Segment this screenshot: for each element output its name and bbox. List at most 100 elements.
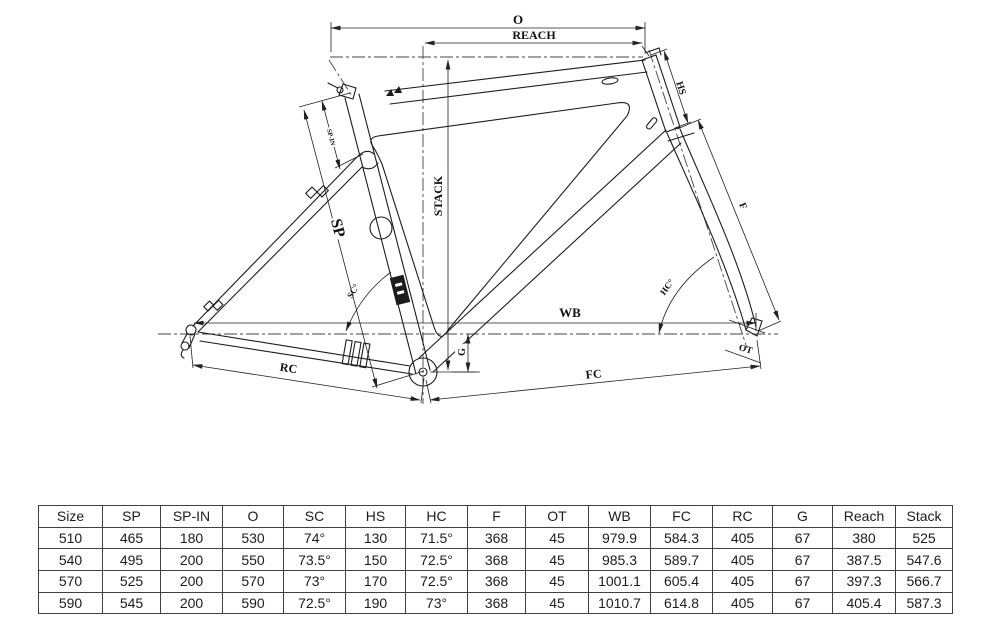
rear-dropout	[185, 324, 197, 336]
table-cell: 589.7	[650, 548, 713, 572]
down-tube-upper-edge	[418, 129, 667, 359]
frame-outline	[180, 47, 763, 387]
table-cell: 190	[345, 591, 406, 615]
table-cell: 405	[712, 548, 773, 572]
table-cell: 368	[467, 570, 526, 593]
frame-geometry-diagram: O REACH STACK WB RC	[158, 12, 782, 404]
dim-sp-in-label: SP-IN	[325, 128, 336, 146]
table-cell: 200	[160, 548, 223, 572]
table-cell: 71.5°	[405, 526, 468, 550]
seatstay-lower-edge	[197, 166, 363, 333]
dim-fc-label: FC	[585, 366, 602, 382]
table-cell: 45	[525, 526, 589, 550]
table-header-cell: Size	[38, 505, 103, 528]
dim-reach: REACH	[424, 28, 650, 57]
frame-filled-details	[386, 86, 411, 306]
table-cell: 45	[525, 591, 589, 615]
table-cell: 368	[467, 526, 526, 550]
table-header-cell: FC	[650, 505, 713, 528]
steering-axis	[648, 49, 748, 349]
table-cell: 73°	[405, 591, 468, 615]
head-tube-top-cap	[644, 47, 662, 56]
table-header-cell: SP-IN	[160, 505, 223, 528]
table-cell: 67	[772, 548, 833, 572]
table-cell: 1001.1	[588, 570, 651, 593]
top-tube-cable-port	[601, 77, 619, 85]
table-cell: 405	[712, 526, 773, 550]
table-cell: 380	[832, 526, 896, 550]
table-cell: 72.5°	[405, 570, 468, 593]
table-cell: 605.4	[650, 570, 713, 593]
table-cell: 405	[712, 570, 773, 593]
dim-ot-label: OT	[737, 343, 754, 357]
seat-tube-logo-patch	[389, 274, 411, 306]
table-cell: 200	[160, 591, 223, 615]
derailleur-hanger	[180, 341, 190, 351]
table-cell: 368	[467, 548, 526, 572]
table-cell: 45	[525, 548, 589, 572]
table-header-cell: G	[772, 505, 833, 528]
dim-f-label: F	[736, 201, 748, 211]
table-cell: 587.3	[895, 591, 953, 615]
table-cell: 72.5°	[283, 591, 346, 615]
chainstay-upper-edge	[197, 331, 411, 367]
seatstay-band-marks-lower	[203, 299, 224, 312]
head-tube	[641, 54, 681, 133]
seat-tube-bottle-boss	[369, 216, 393, 240]
table-cell: 74°	[283, 526, 346, 550]
dim-rc: RC	[189, 335, 425, 404]
fork-crown-line	[667, 132, 695, 142]
head-tube-slot	[646, 117, 658, 130]
seatstay-band-marks-upper	[304, 184, 330, 200]
fork-leading-edge	[679, 128, 757, 328]
table-cell: 67	[772, 570, 833, 593]
top-tube-lower-edge	[389, 71, 648, 105]
table-cell: 1010.7	[588, 591, 651, 615]
table-header-cell: SC	[283, 505, 346, 528]
dim-sp-in: SP-IN	[321, 100, 364, 170]
table-header-cell: Reach	[832, 505, 896, 528]
table-cell: 387.5	[832, 548, 896, 572]
table-cell: 550	[222, 548, 284, 572]
table-cell: 525	[895, 526, 953, 550]
dim-stack-label: STACK	[431, 175, 445, 216]
table-header-cell: O	[222, 505, 284, 528]
table-cell: 170	[345, 570, 406, 593]
saddle-rail-stub	[327, 82, 339, 89]
dim-sc-angle: SC°	[345, 271, 392, 332]
table-cell: 72.5°	[405, 548, 468, 572]
table-cell: 540	[38, 548, 103, 572]
table-cell: 67	[772, 591, 833, 615]
dim-o: O	[330, 12, 646, 52]
dim-hc-angle-label: HC°	[658, 277, 676, 297]
dim-sp: SP	[298, 92, 425, 389]
seat-tube-right-edge	[358, 93, 431, 371]
cable-stop-right	[394, 86, 402, 93]
table-cell: 67	[772, 526, 833, 550]
table-cell: 368	[467, 591, 526, 615]
table-cell: 525	[102, 570, 161, 593]
seat-axis	[328, 59, 353, 97]
table-header-cell: HS	[345, 505, 406, 528]
dim-rc-label: RC	[279, 360, 298, 376]
dim-hs: HS	[650, 48, 692, 129]
table-cell: 130	[345, 526, 406, 550]
table-cell: 180	[160, 526, 223, 550]
table-cell: 200	[160, 570, 223, 593]
chainstay-lower-edge	[199, 340, 413, 375]
table-cell: 590	[38, 591, 103, 615]
table-cell: 73.5°	[283, 548, 346, 572]
table-cell: 570	[222, 570, 284, 593]
table-cell: 465	[102, 526, 161, 550]
table-cell: 510	[38, 526, 103, 550]
table-cell: 405	[712, 591, 773, 615]
down-tube-lower-edge	[432, 142, 682, 373]
dim-wb-label: WB	[559, 305, 581, 320]
table-header-cell: F	[467, 505, 526, 528]
dim-hs-label: HS	[673, 80, 688, 97]
dimension-lines: O REACH STACK WB RC	[189, 12, 782, 404]
table-header-cell: RC	[712, 505, 773, 528]
